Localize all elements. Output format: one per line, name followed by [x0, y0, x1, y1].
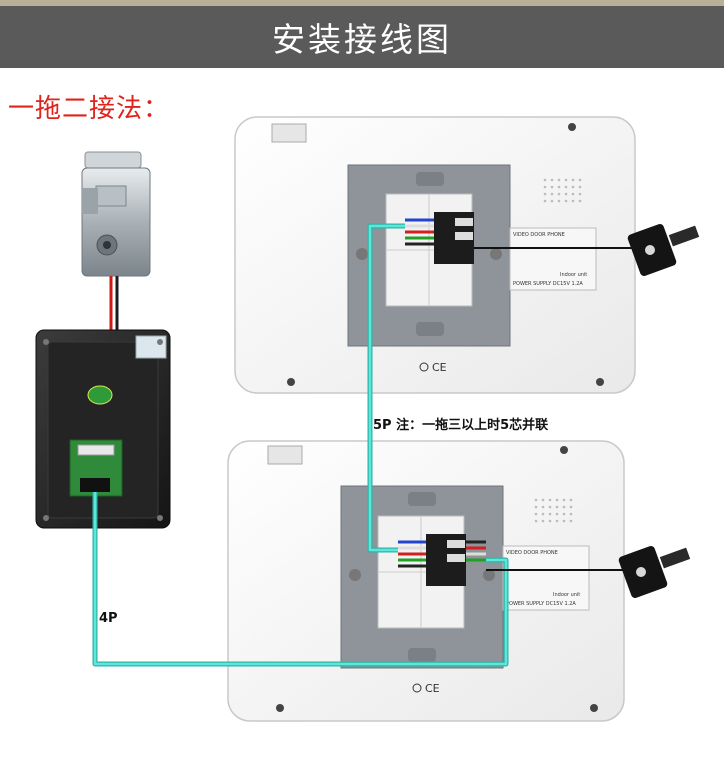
wiring-method-subtitle: 一拖二接法： [8, 94, 171, 124]
monitor-1-power-text: POWER SUPPLY DC15V 1.2A [513, 281, 583, 287]
outdoor-connector-top [77, 444, 115, 456]
monitor-1-cert-text: CE [432, 361, 447, 374]
power-adapter-1 [474, 223, 700, 277]
outdoor-connector-bottom [80, 478, 110, 492]
electric-lock [81, 151, 151, 277]
outdoor-unit [35, 329, 171, 529]
monitor-2-plate-text: VIDEO DOOR PHONE [506, 550, 558, 556]
monitor-1-indoor-text: Indoor unit [560, 272, 587, 278]
page-title: 安装接线图 [272, 20, 452, 59]
outdoor-badge [87, 385, 113, 405]
indoor-monitor-2: VIDEO DOOR PHONE POWER SUPPLY DC15V 1.2A… [227, 440, 625, 722]
header-bar: 安装接线图 [0, 0, 724, 68]
monitor-1-plate-text: VIDEO DOOR PHONE [513, 232, 565, 238]
outdoor-label-sticker [135, 335, 167, 359]
power-adapter-2 [486, 545, 691, 599]
four-pin-label: 4P [99, 611, 118, 626]
indoor-monitor-1: VIDEO DOOR PHONE POWER SUPPLY DC15V 1.2A… [234, 116, 636, 394]
monitor-2-cert-text: CE [425, 682, 440, 695]
five-pin-note-label: 5P 注：一拖三以上时5芯并联 [373, 418, 549, 433]
monitor-2-power-text: POWER SUPPLY DC15V 1.2A [506, 601, 576, 607]
monitor-2-indoor-text: Indoor unit [553, 592, 580, 598]
